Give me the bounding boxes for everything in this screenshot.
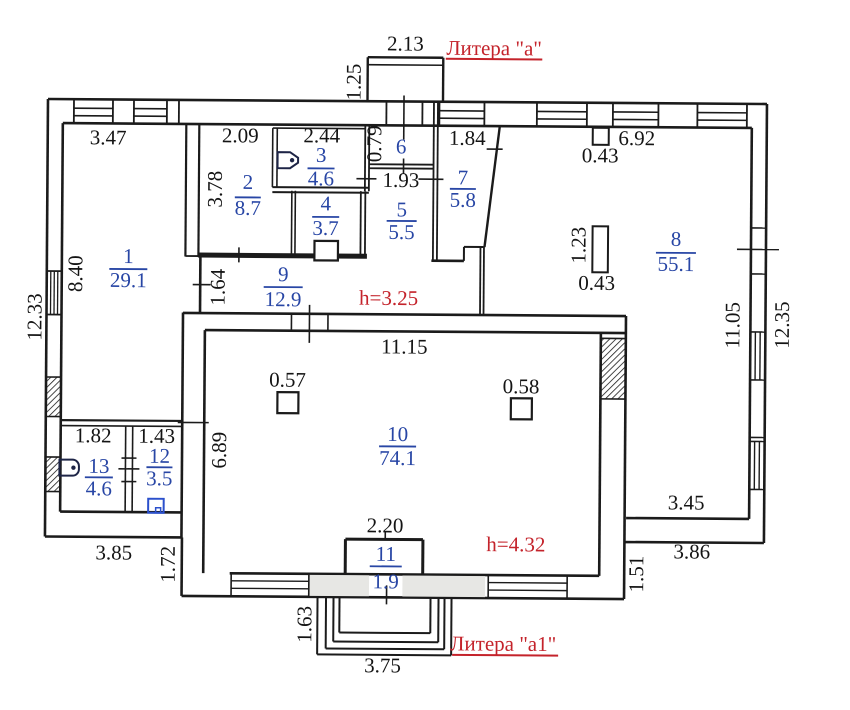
svg-text:1.23: 1.23 bbox=[566, 227, 590, 264]
svg-text:6.92: 6.92 bbox=[618, 126, 655, 150]
svg-text:0.43: 0.43 bbox=[578, 271, 615, 295]
svg-text:3.86: 3.86 bbox=[673, 539, 710, 563]
svg-text:0.58: 0.58 bbox=[503, 374, 540, 398]
svg-text:1.9: 1.9 bbox=[372, 569, 398, 593]
svg-text:2.20: 2.20 bbox=[367, 513, 404, 537]
svg-text:4.6: 4.6 bbox=[308, 166, 334, 190]
svg-text:8.40: 8.40 bbox=[63, 255, 87, 292]
svg-text:1.82: 1.82 bbox=[75, 423, 112, 447]
svg-text:2.09: 2.09 bbox=[222, 123, 259, 147]
svg-text:5.8: 5.8 bbox=[450, 188, 476, 212]
svg-text:12.9: 12.9 bbox=[265, 287, 302, 311]
svg-text:1.93: 1.93 bbox=[382, 168, 419, 192]
svg-text:12.35: 12.35 bbox=[770, 301, 794, 348]
svg-text:6: 6 bbox=[396, 134, 407, 158]
svg-text:3.45: 3.45 bbox=[668, 490, 705, 514]
svg-text:12: 12 bbox=[149, 444, 170, 468]
svg-text:11.05: 11.05 bbox=[720, 302, 744, 349]
svg-text:55.1: 55.1 bbox=[657, 252, 694, 276]
svg-text:1: 1 bbox=[123, 244, 134, 268]
svg-text:2.13: 2.13 bbox=[387, 31, 424, 55]
svg-text:13: 13 bbox=[88, 454, 109, 478]
svg-text:7: 7 bbox=[458, 165, 469, 189]
svg-text:1.43: 1.43 bbox=[138, 424, 175, 448]
svg-text:1.64: 1.64 bbox=[206, 268, 230, 305]
svg-text:4.6: 4.6 bbox=[86, 476, 112, 500]
svg-text:8: 8 bbox=[671, 227, 682, 251]
svg-text:1.84: 1.84 bbox=[449, 126, 486, 150]
svg-text:3.85: 3.85 bbox=[95, 540, 132, 564]
svg-text:5.5: 5.5 bbox=[388, 220, 414, 244]
svg-text:2.44: 2.44 bbox=[303, 123, 340, 147]
svg-text:11: 11 bbox=[376, 542, 396, 566]
svg-text:h=4.32: h=4.32 bbox=[486, 532, 545, 556]
svg-text:Литера "а1": Литера "а1" bbox=[450, 631, 556, 656]
svg-text:1.63: 1.63 bbox=[292, 606, 316, 643]
svg-text:0.43: 0.43 bbox=[582, 143, 619, 167]
svg-text:4: 4 bbox=[320, 191, 331, 215]
svg-text:3.7: 3.7 bbox=[312, 216, 338, 240]
svg-text:10: 10 bbox=[387, 422, 408, 446]
svg-text:8.7: 8.7 bbox=[235, 196, 261, 220]
svg-text:11.15: 11.15 bbox=[381, 334, 428, 358]
svg-text:29.1: 29.1 bbox=[110, 268, 147, 292]
svg-text:3: 3 bbox=[316, 143, 327, 167]
svg-text:0.79: 0.79 bbox=[362, 125, 386, 162]
svg-text:Литера "а": Литера "а" bbox=[446, 36, 542, 61]
svg-text:9: 9 bbox=[278, 262, 289, 286]
svg-text:h=3.25: h=3.25 bbox=[359, 286, 418, 310]
svg-text:5: 5 bbox=[396, 197, 407, 221]
svg-text:3.47: 3.47 bbox=[90, 125, 127, 149]
svg-text:0.57: 0.57 bbox=[269, 368, 306, 392]
svg-text:3.78: 3.78 bbox=[203, 171, 227, 208]
svg-text:1.72: 1.72 bbox=[156, 546, 180, 583]
svg-text:1.51: 1.51 bbox=[624, 556, 648, 593]
svg-text:3.75: 3.75 bbox=[364, 653, 401, 677]
svg-text:12.33: 12.33 bbox=[22, 293, 46, 340]
svg-text:1.25: 1.25 bbox=[341, 64, 365, 101]
svg-text:2: 2 bbox=[243, 170, 254, 194]
svg-text:3.5: 3.5 bbox=[146, 466, 172, 490]
svg-text:6.89: 6.89 bbox=[207, 432, 231, 469]
svg-text:74.1: 74.1 bbox=[379, 446, 416, 470]
